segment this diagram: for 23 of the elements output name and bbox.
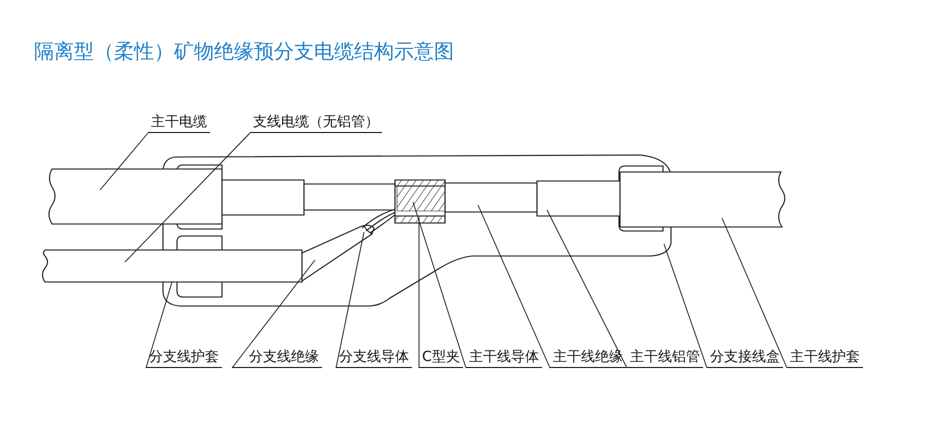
- leader-line: [100, 132, 148, 190]
- leader-line: [478, 204, 550, 368]
- part-label: 分支接线盒: [707, 348, 783, 368]
- part-label: 分支线绝缘: [232, 348, 322, 368]
- part-label: 支线电缆（无铝管）: [250, 113, 382, 133]
- part-label: 主干线导体: [466, 348, 542, 368]
- leader-line: [722, 218, 788, 368]
- part-label: 分支线导体: [336, 348, 412, 368]
- part-label: 主干线护套: [787, 348, 863, 368]
- leader-line: [146, 282, 172, 368]
- leader-line: [418, 218, 420, 368]
- leader-line: [412, 202, 466, 368]
- leader-line: [336, 232, 364, 368]
- leader-line: [546, 210, 628, 368]
- part-label: C型夹: [419, 348, 463, 368]
- part-label: 主干线铝管: [627, 348, 703, 368]
- part-label: 分支线护套: [146, 348, 222, 368]
- part-label: 主干线绝缘: [550, 348, 626, 368]
- leader-line: [124, 132, 250, 262]
- diagram-title: 隔离型（柔性）矿物绝缘预分支电缆结构示意图: [34, 38, 454, 65]
- part-label: 主干电缆: [148, 113, 210, 133]
- leader-line: [232, 260, 316, 368]
- leader-line: [664, 244, 708, 368]
